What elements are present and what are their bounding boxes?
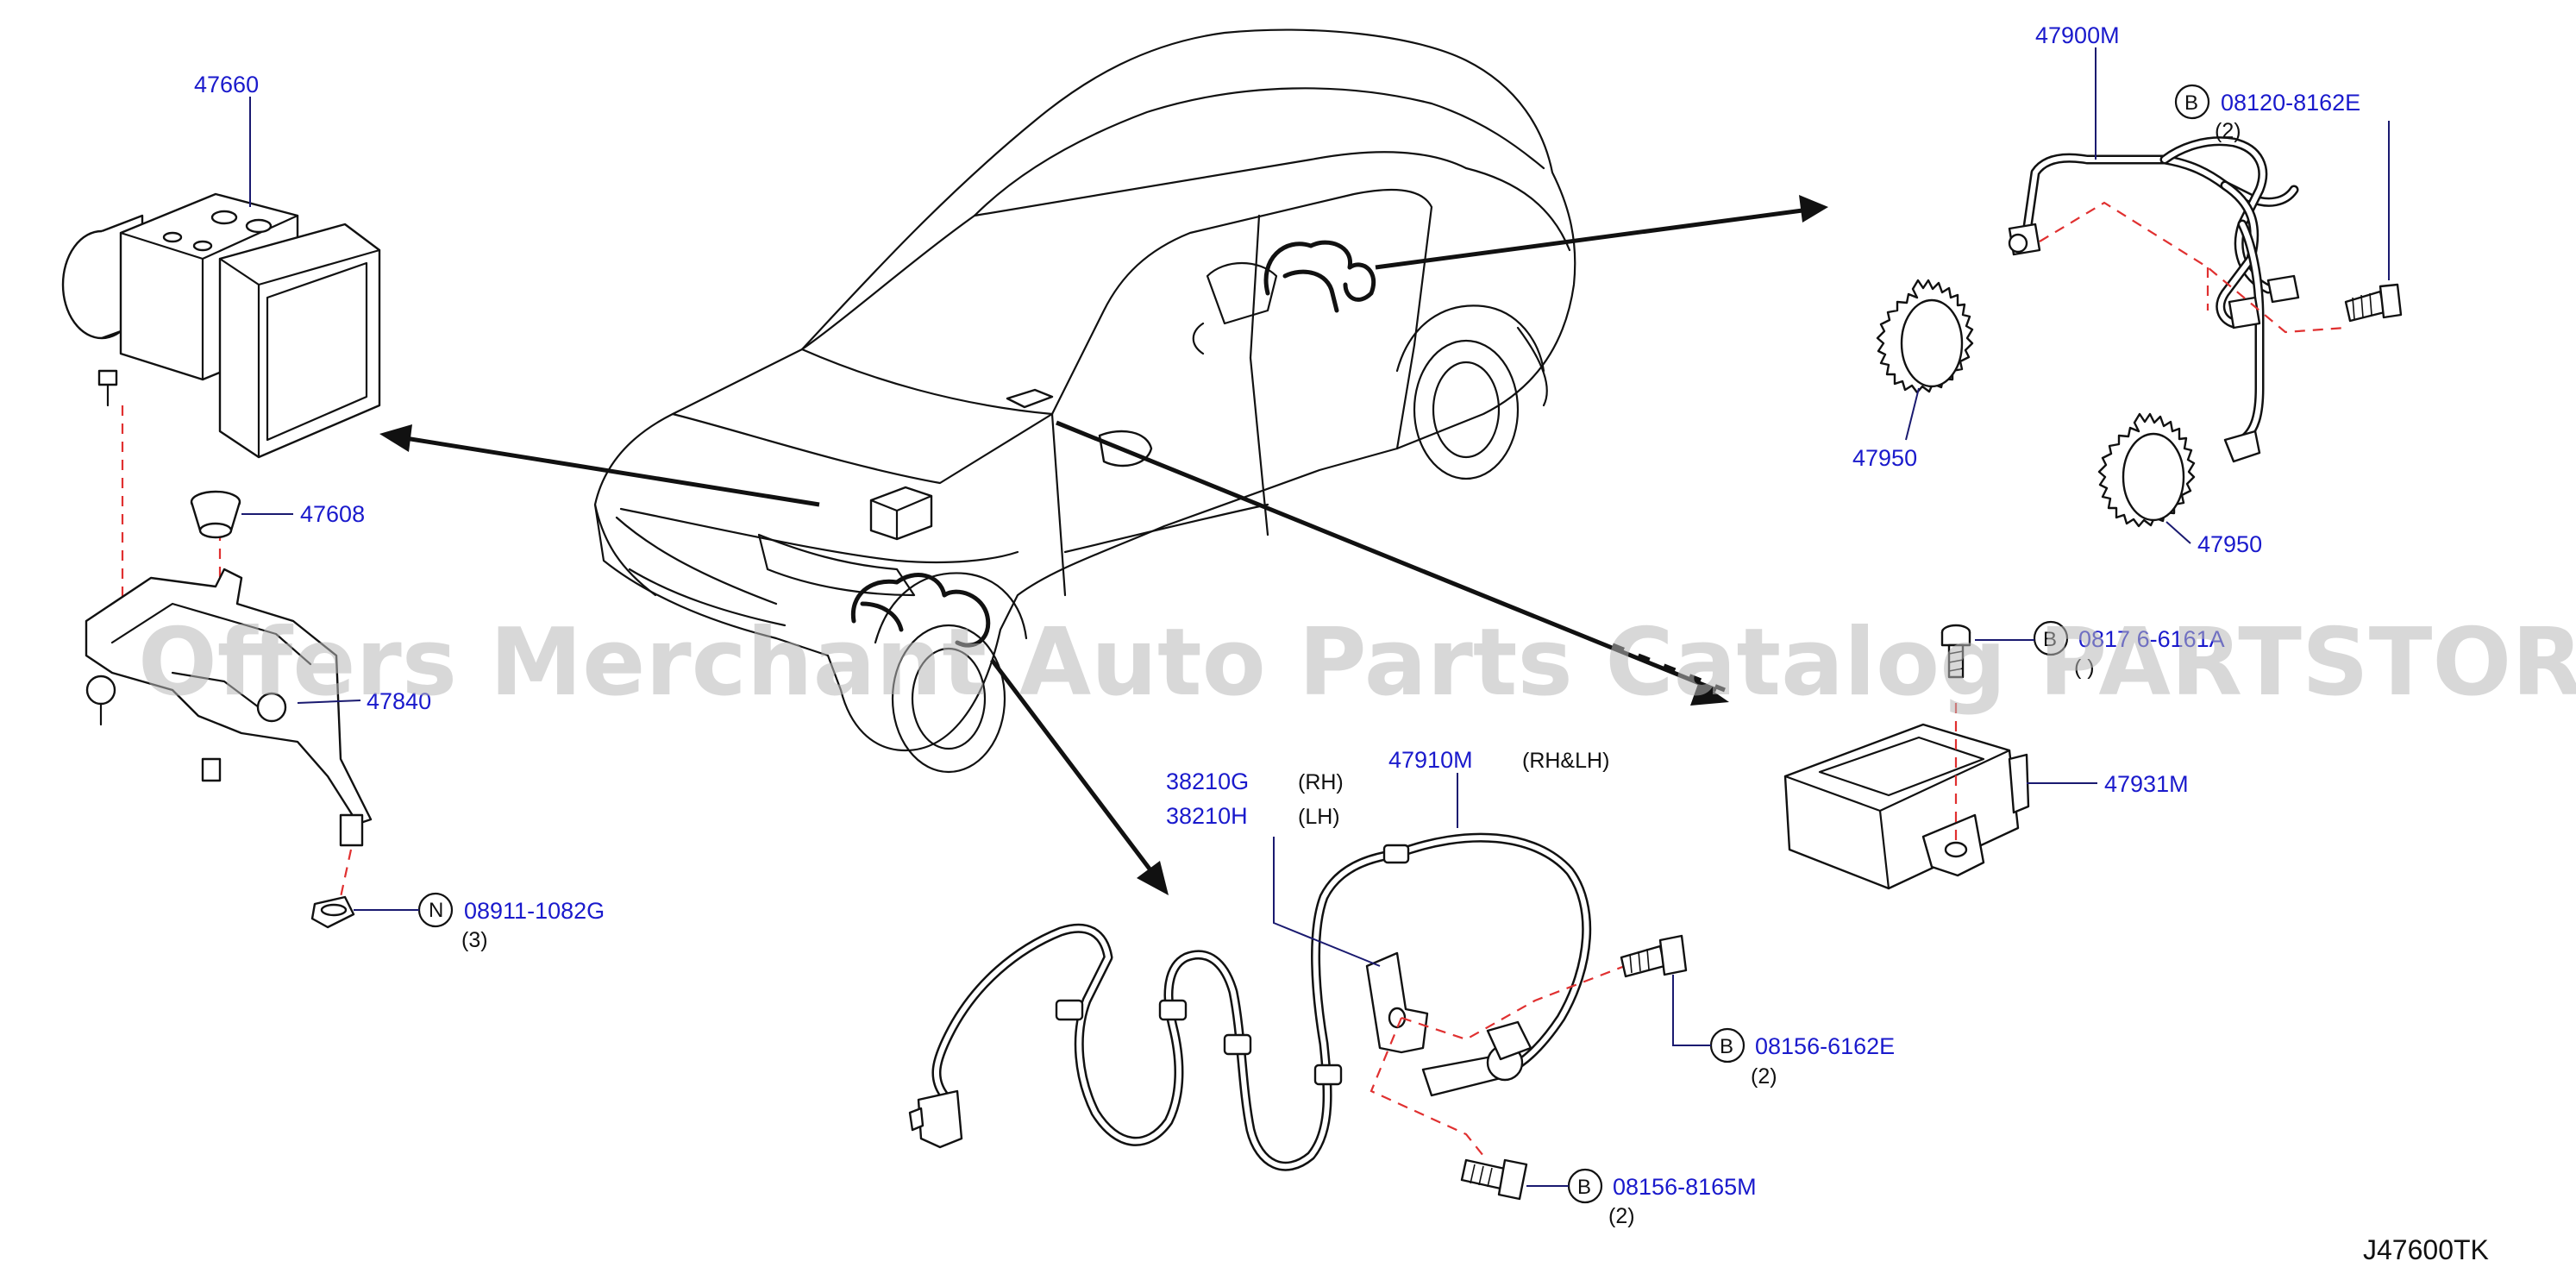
abs-actuator-assembly — [61, 192, 381, 621]
yaw-rate-sensor — [1783, 703, 2030, 890]
part-number-38210H[interactable]: 38210H — [1166, 803, 1248, 829]
badge-letter-n: N — [429, 899, 443, 922]
rear-wheel-sensor-assembly — [2008, 136, 2347, 463]
part-number-08911-1082G[interactable]: 08911-1082G — [464, 898, 605, 924]
badge-letter-b-08120: B — [2184, 91, 2198, 115]
part-number-47950-a[interactable]: 47950 — [1852, 445, 1917, 471]
quantity-0817x: ( ) — [2074, 656, 2095, 680]
bolt-0817x — [1940, 624, 1971, 679]
quantity-08120: (2) — [2215, 119, 2241, 143]
badge-circle-b-08120 — [2174, 84, 2210, 120]
note-38210G: (RH) — [1298, 770, 1344, 794]
part-number-47840[interactable]: 47840 — [367, 688, 431, 714]
grommet-47608 — [190, 490, 241, 539]
sensor-rotor-ring-a — [1876, 279, 1974, 394]
nut-08911 — [310, 895, 355, 929]
quantity-08156-6162E: (2) — [1751, 1064, 1777, 1089]
part-number-47660[interactable]: 47660 — [194, 72, 259, 97]
part-number-38210G[interactable]: 38210G — [1166, 769, 1249, 794]
bolt-08156-8165M — [1460, 1158, 1528, 1201]
part-number-47900M[interactable]: 47900M — [2035, 22, 2120, 48]
part-number-08120-8162E[interactable]: 08120-8162E — [2221, 90, 2360, 116]
bolt-08156-6162E — [1620, 934, 1688, 978]
part-number-08156-6162E[interactable]: 08156-6162E — [1755, 1033, 1895, 1059]
watermark-text: Offers Merchant Auto Parts Catalog PARTS… — [138, 609, 2576, 717]
diagram-reference-code: J47600TK — [2363, 1234, 2489, 1265]
note-47910M: (RH&LH) — [1522, 749, 1609, 773]
quantity-08911: (3) — [461, 928, 488, 952]
badge-circle-b-0817x — [2033, 620, 2069, 656]
part-number-47950-b[interactable]: 47950 — [2197, 531, 2262, 557]
pointer-arrows — [379, 195, 1828, 895]
note-38210H: (LH) — [1298, 805, 1340, 829]
part-number-47931M[interactable]: 47931M — [2104, 771, 2189, 797]
part-number-47910M[interactable]: 47910M — [1388, 747, 1473, 773]
bracket-47840 — [85, 568, 373, 898]
part-number-08156-8165M[interactable]: 08156-8165M — [1613, 1174, 1757, 1200]
sensor-rotor-ring-b — [2097, 412, 2196, 528]
part-number-47608[interactable]: 47608 — [300, 501, 365, 527]
badge-letter-b-08156-6162E: B — [1720, 1035, 1733, 1058]
front-wheel-sensor-assembly — [908, 832, 1648, 1171]
badge-letter-b-08156-8165M: B — [1577, 1176, 1591, 1199]
badge-letter-b-0817x: B — [2043, 628, 2057, 651]
quantity-08156-8165M: (2) — [1608, 1204, 1635, 1228]
part-number-0817x-6161A[interactable]: 0817 6-6161A — [2078, 626, 2225, 652]
bolt-08120 — [2344, 283, 2403, 323]
